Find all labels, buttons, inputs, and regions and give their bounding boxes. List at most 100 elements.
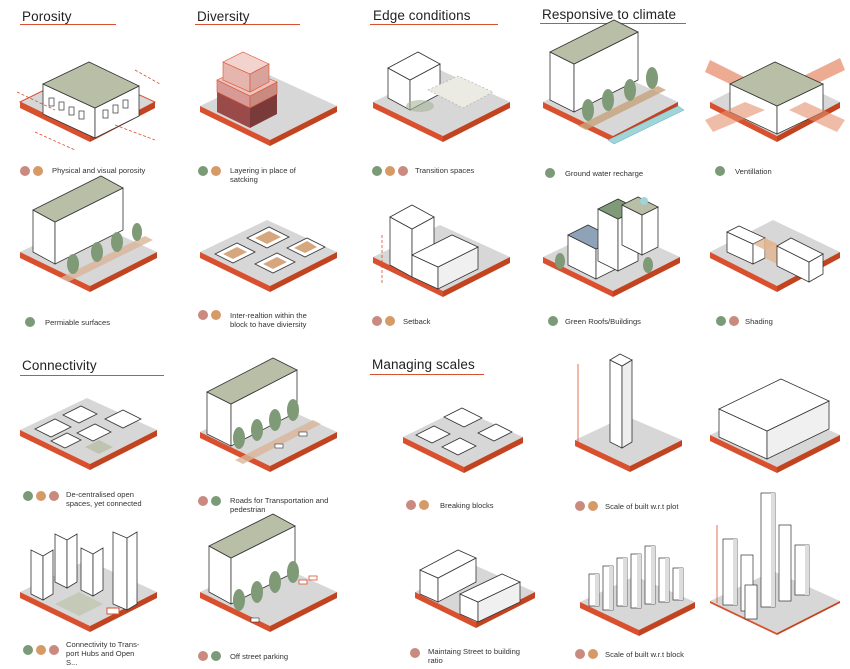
- legend-dot-orange: [419, 500, 429, 510]
- diagram-porosity: [16, 61, 161, 151]
- diagram-green-roofs: [543, 196, 680, 297]
- legend-dot-rose: [729, 316, 739, 326]
- legend-dots-c18: [575, 649, 598, 659]
- legend-dot-rose: [575, 501, 585, 511]
- legend-dots-c3: [372, 166, 408, 176]
- legend-dots-c11: [23, 491, 59, 501]
- diagram-shading: [710, 220, 840, 292]
- diagram-ground-water-recharge: [543, 19, 685, 145]
- legend-dot-rose: [398, 166, 408, 176]
- legend-dot-green: [548, 316, 558, 326]
- diagram-decentralised-open-spaces: [20, 398, 157, 470]
- legend-dots-c4: [545, 168, 555, 178]
- legend-dots-c17: [410, 648, 420, 658]
- caption-connectivity-transport-3: S...: [66, 658, 78, 667]
- caption-decentralised-2: spaces, yet connected: [66, 499, 142, 508]
- legend-dot-green: [25, 317, 35, 327]
- legend-dot-rose: [406, 500, 416, 510]
- legend-dot-green: [372, 166, 382, 176]
- legend-dot-orange: [36, 645, 46, 655]
- legend-dots-c5: [715, 166, 725, 176]
- diagram-connectivity-transport: [20, 531, 157, 632]
- legend-dot-rose: [410, 648, 420, 658]
- legend-dots-c1: [20, 166, 43, 176]
- caption-roads: Roads for Transportation and: [230, 496, 329, 505]
- diagram-roads-for-transportation: [200, 357, 337, 472]
- diagram-permiable-surfaces: [20, 175, 157, 292]
- caption-roads-2: pedestrian: [230, 505, 266, 514]
- caption-ground-water-recharge: Ground water recharge: [565, 169, 644, 178]
- legend-dot-green: [23, 491, 33, 501]
- legend-dot-green: [545, 168, 555, 178]
- legend-dots-c16: [198, 651, 221, 661]
- heading-diversity: Diversity: [197, 9, 250, 24]
- caption-street-building-ratio-2: ratio: [428, 656, 443, 665]
- caption-connectivity-transport: Connectivity to Trans-: [66, 640, 140, 649]
- diagram-street-building-ratio: [415, 549, 535, 628]
- legend-dot-green: [716, 316, 726, 326]
- legend-dot-orange: [385, 316, 395, 326]
- legend-dot-rose: [49, 645, 59, 655]
- caption-green-roofs: Green Roofs/Buildings: [565, 317, 641, 326]
- caption-layering-2: satcking: [230, 175, 258, 184]
- legend-dot-green: [211, 651, 221, 661]
- diagram-scale-wrt-block-cluster: [580, 545, 695, 636]
- caption-physical-visual-porosity: Physical and visual porosity: [52, 166, 146, 175]
- diagram-breaking-blocks: [403, 407, 523, 473]
- caption-breaking-blocks: Breaking blocks: [440, 501, 494, 510]
- caption-connectivity-transport-2: port Hubs and Open: [66, 649, 135, 658]
- legend-dots-c9: [548, 316, 558, 326]
- legend-dot-green: [211, 496, 221, 506]
- legend-dot-rose: [20, 166, 30, 176]
- legend-dot-rose: [198, 651, 208, 661]
- legend-dots-c8: [372, 316, 395, 326]
- heading-edge-conditions: Edge conditions: [373, 8, 471, 23]
- caption-street-building-ratio: Maintaing Street to building: [428, 647, 521, 656]
- diagram-block-volume: [710, 378, 840, 473]
- legend-dot-green: [23, 645, 33, 655]
- legend-dot-rose: [198, 496, 208, 506]
- caption-shading: Shading: [745, 317, 773, 326]
- heading-managing-scales: Managing scales: [372, 357, 475, 372]
- diagram-edge-conditions: [373, 51, 510, 142]
- diagram-off-street-parking: [200, 513, 337, 632]
- diagram-inter-relation: [200, 220, 337, 292]
- diagram-ventillation: [705, 58, 845, 142]
- heading-edge-rule: [370, 24, 498, 25]
- legend-dot-green: [198, 166, 208, 176]
- heading-connectivity-rule: [20, 375, 164, 376]
- legend-dot-orange: [385, 166, 395, 176]
- legend-dot-rose: [372, 316, 382, 326]
- legend-dots-c7: [198, 310, 221, 320]
- caption-decentralised: De-centralised open: [66, 490, 134, 499]
- legend-dots-c14: [575, 501, 598, 511]
- caption-inter-relation-2: block to have diviersity: [230, 320, 307, 329]
- heading-responsive-to-climate: Responsive to climate: [542, 7, 677, 22]
- legend-dot-rose: [198, 310, 208, 320]
- legend-dot-orange: [33, 166, 43, 176]
- legend-dot-orange: [36, 491, 46, 501]
- legend-dot-orange: [588, 649, 598, 659]
- legend-dot-rose: [575, 649, 585, 659]
- caption-permiable-surfaces: Permiable surfaces: [45, 318, 110, 327]
- legend-dots-c15: [23, 645, 59, 655]
- legend-dot-green: [715, 166, 725, 176]
- caption-scale-wrt-block: Scale of built w.r.t block: [605, 650, 684, 659]
- heading-connectivity: Connectivity: [22, 358, 97, 373]
- legend-dots-c6: [25, 317, 35, 327]
- diagram-setback: [373, 204, 510, 297]
- diagram-scale-wrt-plot: [575, 353, 682, 472]
- caption-scale-wrt-plot: Scale of built w.r.t plot: [605, 502, 679, 511]
- heading-porosity: Porosity: [22, 9, 72, 24]
- diagram-scale-wrt-block-towers: [710, 492, 840, 635]
- legend-dot-rose: [49, 491, 59, 501]
- legend-dot-orange: [588, 501, 598, 511]
- caption-ventillation: Ventillation: [735, 167, 772, 176]
- caption-setback: Setback: [403, 317, 431, 326]
- heading-diversity-rule: [195, 24, 300, 25]
- legend-dots-c10: [716, 316, 739, 326]
- legend-dots-c12: [198, 496, 221, 506]
- legend-dot-orange: [211, 166, 221, 176]
- heading-porosity-rule: [20, 24, 116, 25]
- caption-inter-relation: Inter-realtion within the: [230, 311, 307, 320]
